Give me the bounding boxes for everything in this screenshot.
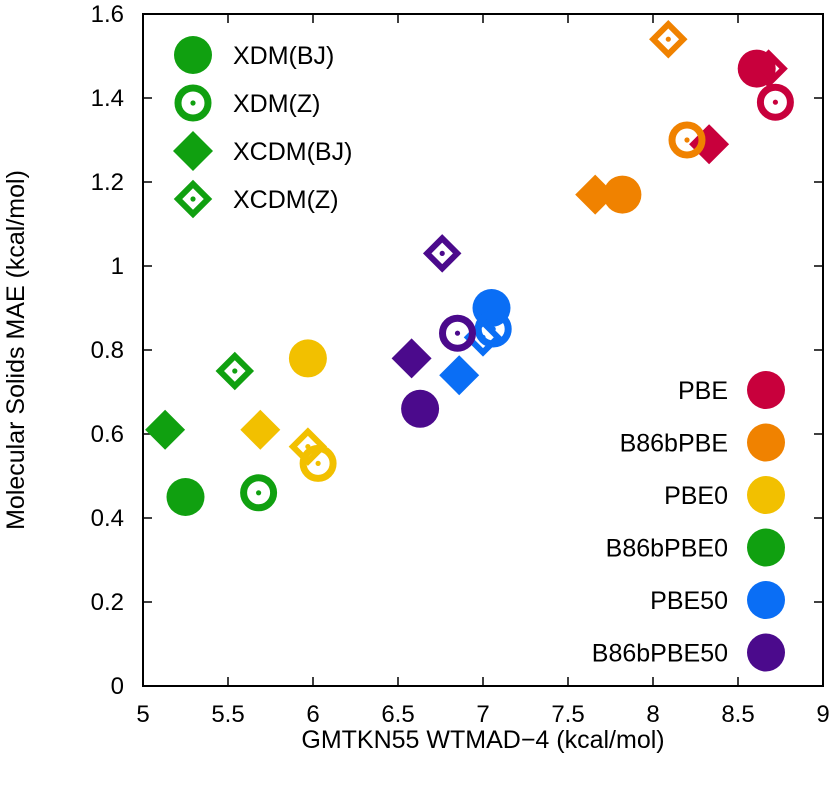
data-point	[422, 234, 462, 273]
data-point	[240, 474, 278, 512]
legend-marker-label: XCDM(BJ)	[233, 138, 352, 166]
data-point	[649, 19, 688, 59]
legend-color-label: PBE50	[650, 587, 728, 615]
y-tick-label: 1.6	[91, 1, 124, 28]
data-marks	[145, 19, 794, 516]
x-tick-label: 6.5	[381, 701, 414, 728]
y-tick-label: 1	[111, 253, 124, 280]
data-point	[166, 478, 205, 516]
legend-marker-swatch	[174, 84, 212, 122]
marker-legend: XDM(BJ) XDM(Z) XCDM(BJ) XCDM(Z)	[173, 36, 352, 219]
x-tick-label: 7	[476, 701, 489, 728]
data-point	[575, 174, 616, 215]
legend-marker-swatch	[174, 36, 212, 74]
axis-ticks: 5 5.5 6 6.5 7 7.5 8 8.5 9 0 0.2 0.4 0.6 0.8 1 1.2 1.4 1.6	[91, 1, 830, 728]
data-point	[603, 175, 642, 214]
legend-marker-swatch	[173, 179, 213, 219]
data-point	[439, 314, 476, 352]
x-axis-title: GMTKN55 WTMAD−4 (kcal/mol)	[301, 726, 664, 754]
legend-color-swatch	[747, 423, 785, 462]
x-tick-label: 9	[816, 701, 829, 728]
y-tick-label: 1.2	[91, 169, 124, 196]
x-tick-label: 8.5	[721, 701, 754, 728]
legend-marker-label: XCDM(Z)	[233, 186, 339, 214]
data-point	[145, 409, 186, 450]
x-tick-label: 5	[136, 701, 149, 728]
y-axis-title: Molecular Solids MAE (kcal/mol)	[2, 170, 30, 530]
legend-marker-label: XDM(BJ)	[233, 42, 334, 70]
data-point	[439, 355, 480, 396]
data-point	[668, 121, 706, 159]
data-point	[240, 409, 281, 450]
legend-color-swatch	[747, 528, 785, 567]
x-tick-label: 8	[646, 701, 659, 728]
data-point	[288, 427, 328, 466]
y-tick-label: 0.6	[91, 421, 124, 448]
data-point	[215, 351, 255, 391]
y-tick-label: 1.4	[91, 85, 124, 112]
legend-color-label: B86bPBE50	[592, 640, 728, 668]
data-point	[756, 83, 794, 121]
y-tick-label: 0.2	[91, 589, 124, 616]
x-tick-label: 6	[306, 701, 319, 728]
data-point	[288, 339, 327, 378]
data-point	[401, 389, 440, 428]
legend-color-swatch	[747, 581, 785, 619]
y-tick-label: 0.8	[91, 337, 124, 364]
legend-color-label: B86bPBE	[620, 430, 728, 458]
legend-color-swatch	[747, 371, 785, 409]
legend-color-label: PBE	[678, 377, 728, 405]
x-tick-label: 5.5	[211, 701, 244, 728]
data-point	[749, 49, 788, 88]
legend-marker-label: XDM(Z)	[233, 90, 320, 118]
legend-color-label: PBE0	[664, 482, 728, 510]
y-tick-label: 0.4	[91, 505, 124, 532]
legend-color-swatch	[747, 476, 785, 514]
y-tick-label: 0	[111, 673, 124, 700]
legend-color-swatch	[747, 633, 785, 672]
x-tick-label: 7.5	[551, 701, 584, 728]
legend-marker-swatch	[173, 131, 213, 171]
legend-color-label: B86bPBE0	[606, 535, 728, 563]
data-point	[391, 338, 432, 379]
